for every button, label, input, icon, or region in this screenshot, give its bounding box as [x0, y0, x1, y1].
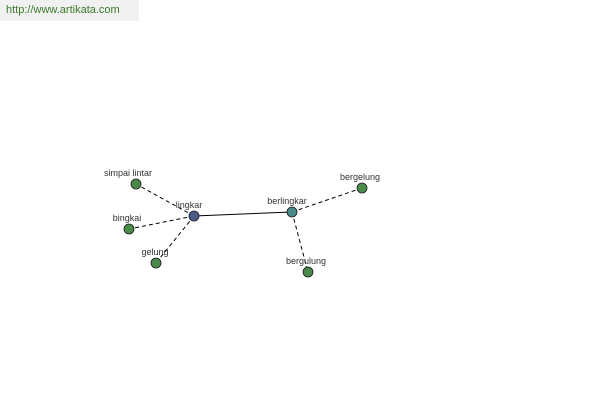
url-bar: http://www.artikata.com — [0, 0, 139, 21]
node-bingkai[interactable] — [123, 223, 135, 235]
node-lingkar[interactable] — [188, 210, 200, 222]
nodes-layer — [123, 178, 368, 278]
edge-berlingkar-bergelung — [291, 187, 363, 213]
node-label-lingkar[interactable]: lingkar — [176, 200, 203, 210]
node-label-bergulung[interactable]: bergulung — [286, 256, 326, 266]
node-simpai_lintar[interactable] — [130, 178, 142, 190]
labels-layer: lingkar berlingkar simpai lintar bingkai gel… — [104, 168, 380, 266]
node-label-bingkai[interactable]: bingkai — [113, 213, 142, 223]
edge-lingkar-berlingkar — [193, 211, 293, 217]
edges-layer — [128, 183, 363, 273]
node-label-simpai_lintar[interactable]: simpai lintar — [104, 168, 152, 178]
site-url-link[interactable]: http://www.artikata.com — [6, 4, 120, 16]
node-bergulung[interactable] — [302, 266, 314, 278]
node-berlingkar[interactable] — [286, 206, 298, 218]
edge-berlingkar-bergulung — [291, 211, 309, 273]
edge-lingkar-gelung — [155, 215, 195, 264]
node-gelung[interactable] — [150, 257, 162, 269]
node-label-berlingkar[interactable]: berlingkar — [267, 196, 307, 206]
node-label-bergelung[interactable]: bergelung — [340, 172, 380, 182]
node-label-gelung[interactable]: gelung — [141, 247, 168, 257]
node-bergelung[interactable] — [356, 182, 368, 194]
